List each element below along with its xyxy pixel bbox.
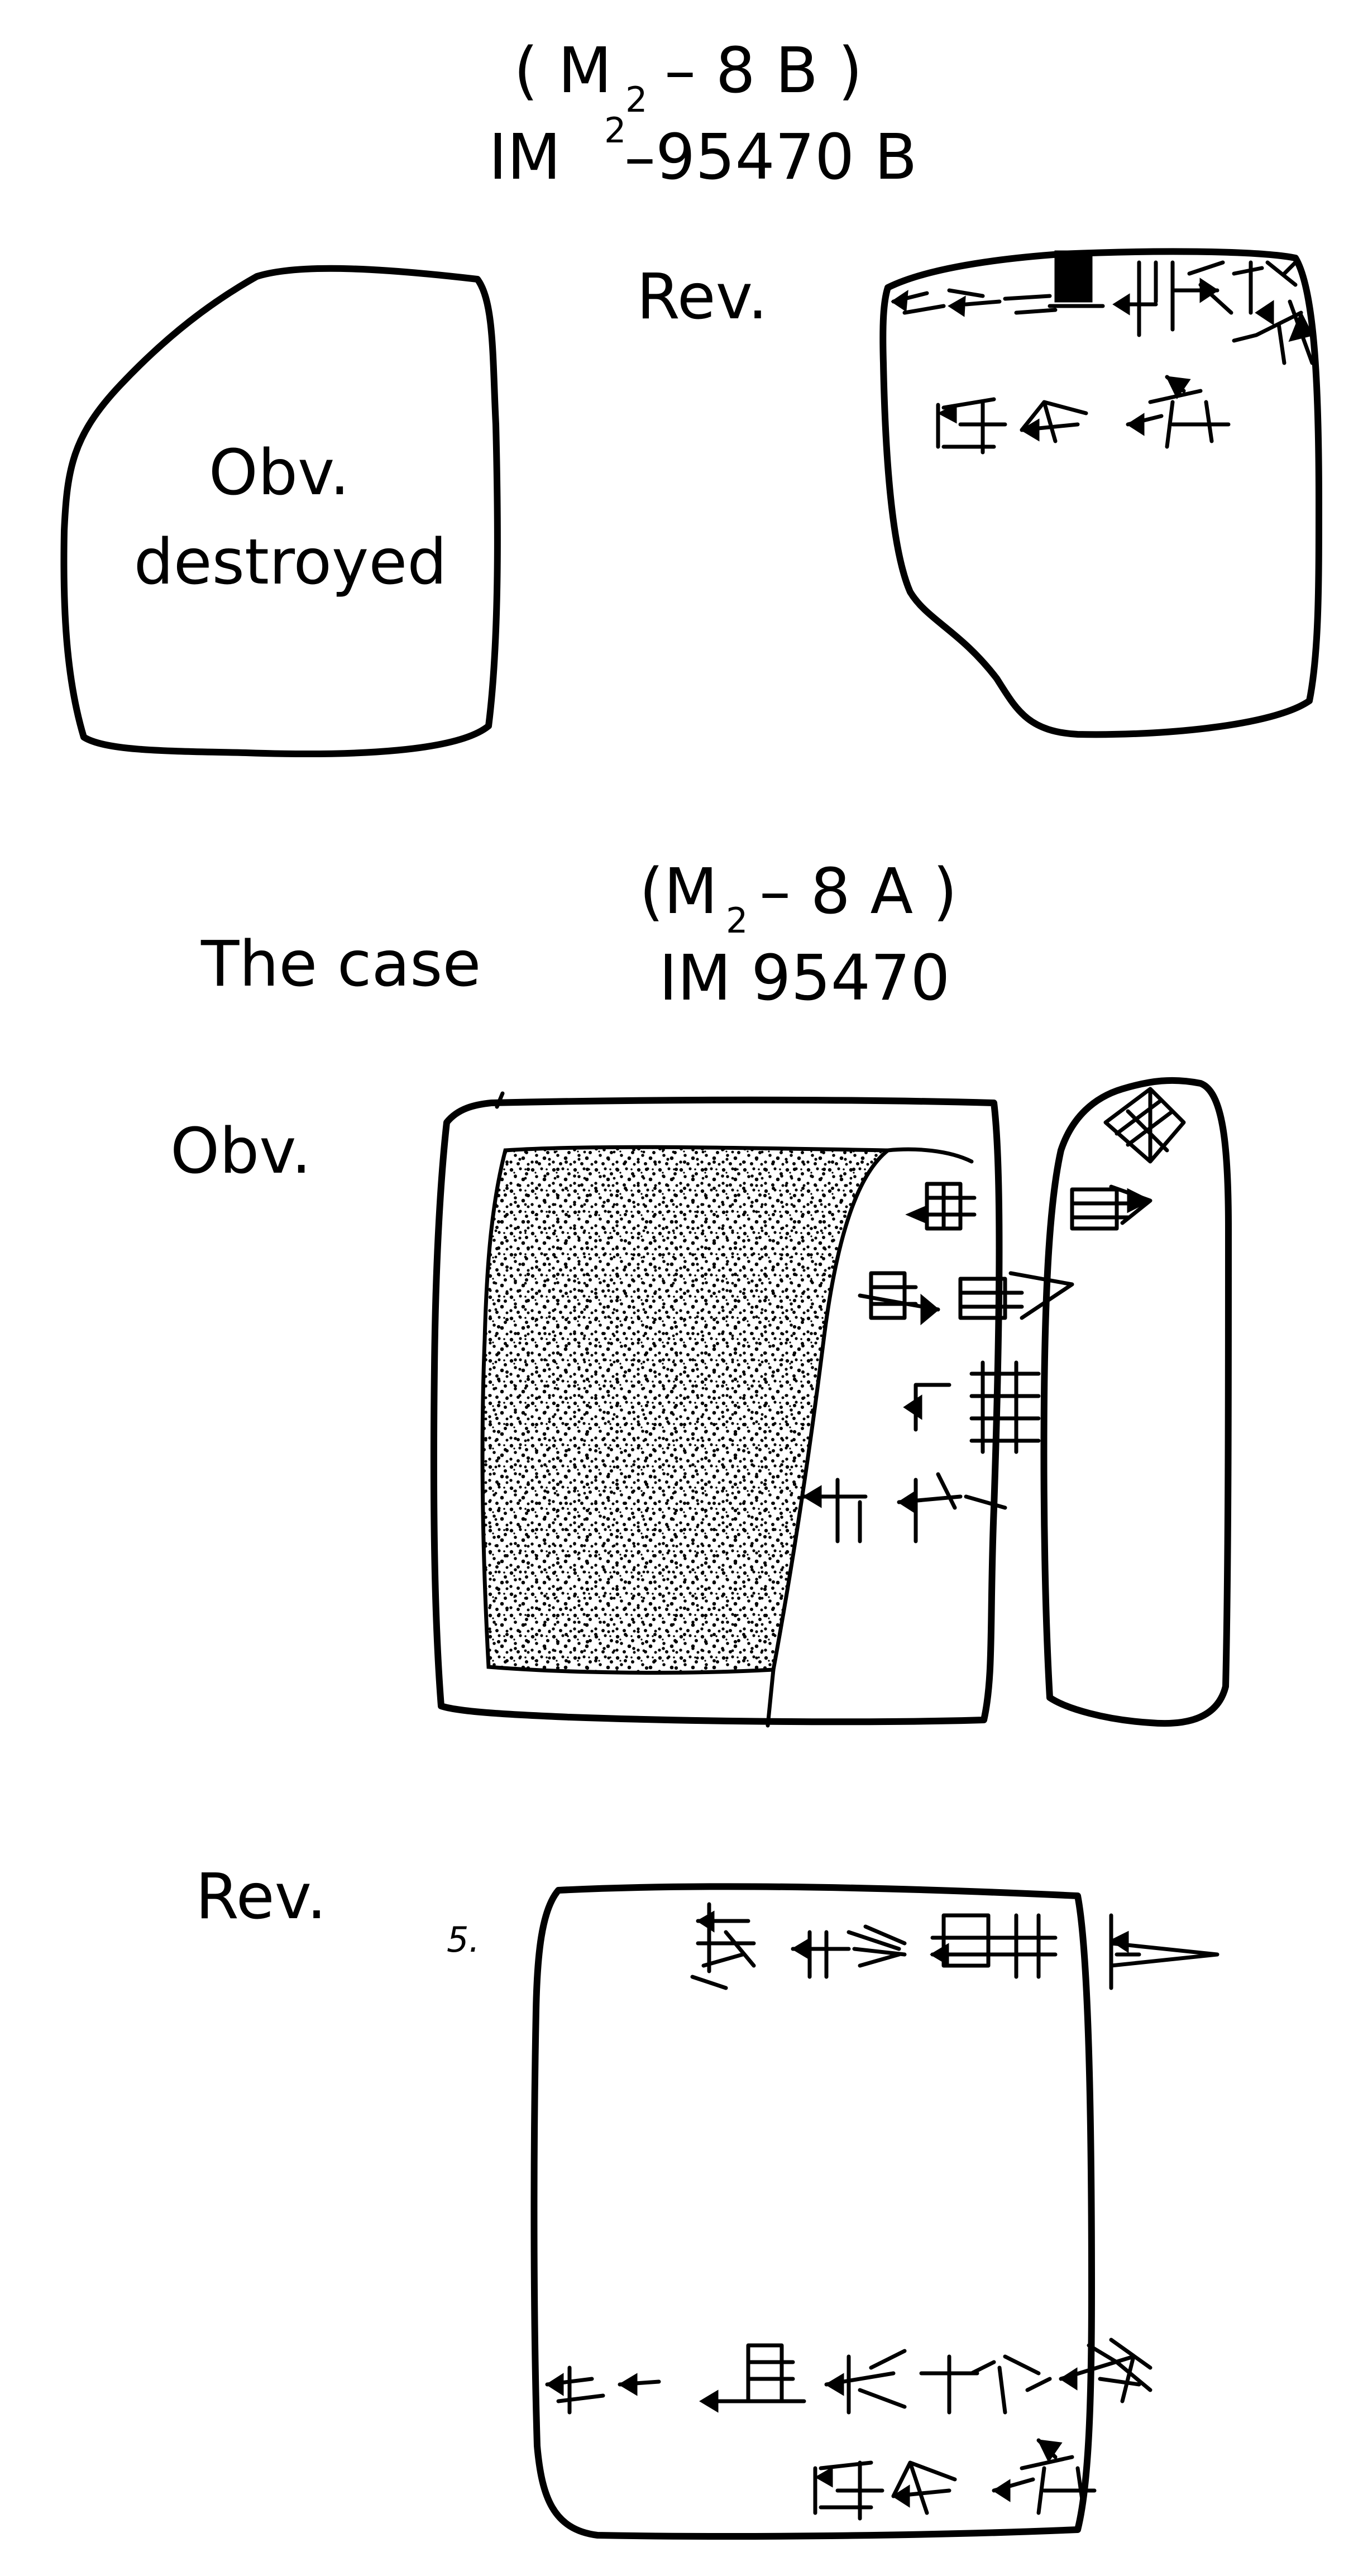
- case-label-open: (M: [639, 856, 718, 928]
- case-obverse-signs: [802, 1182, 1074, 1543]
- case-obverse-outline: [430, 1096, 1003, 1726]
- case-label: The case (M 2 – 8 A ) IM 95470: [200, 856, 957, 1015]
- tablet-b-number-sup: 2: [604, 110, 626, 151]
- case-obverse-label: Obv.: [170, 1115, 311, 1188]
- tablet-b-label: ( M 2 – 8 B ) IM 2 –95470 B: [489, 35, 917, 194]
- case-edge-face: [1040, 1077, 1232, 1727]
- tablet-b-label-sub: 2: [625, 79, 647, 120]
- tablet-b-obverse: Obv. destroyed: [60, 265, 501, 758]
- case-label-sub: 2: [726, 900, 748, 941]
- case-reverse-bottom-line2-signs: [813, 2438, 1097, 2521]
- case-obverse-top-tick: [495, 1091, 505, 1109]
- case-heading: The case: [200, 928, 481, 1001]
- tablet-b-reverse: [879, 248, 1322, 738]
- tablet-b-label-open: ( M: [514, 35, 612, 107]
- case-reverse-label: Rev.: [195, 1861, 327, 1933]
- case-obverse-face: [430, 1091, 1074, 1728]
- obverse-destroyed-line1: Obv.: [209, 437, 350, 509]
- tablet-b-reverse-line2-signs: [936, 375, 1231, 455]
- damaged-stippled-overlay: [482, 1147, 888, 1673]
- case-break-line: [766, 1147, 974, 1728]
- obverse-destroyed-line2: destroyed: [134, 526, 447, 599]
- case-reverse-face: [530, 1883, 1219, 2540]
- case-reverse-outline: [530, 1883, 1095, 2540]
- tablet-b-reverse-line1-signs: [891, 250, 1314, 365]
- case-line-number: 5.: [447, 1919, 480, 1960]
- case-number: IM 95470: [659, 942, 950, 1015]
- tablet-b-reverse-outline: [879, 248, 1322, 738]
- case-edge-outline: [1040, 1077, 1232, 1727]
- tablet-b-label-rest: – 8 B ): [664, 35, 863, 107]
- case-reverse-line5-signs: [690, 1902, 1219, 1990]
- tablet-b-number-prefix: IM: [489, 121, 561, 194]
- case-edge-signs: [1070, 1087, 1186, 1231]
- tablet-b-reverse-label: Rev.: [637, 261, 768, 333]
- case-reverse-bottom-line1-signs: [545, 2338, 1152, 2415]
- tablet-b-obverse-outline: [60, 265, 501, 758]
- case-label-rest: – 8 A ): [759, 856, 957, 928]
- tablet-b-number: –95470 B: [624, 121, 917, 194]
